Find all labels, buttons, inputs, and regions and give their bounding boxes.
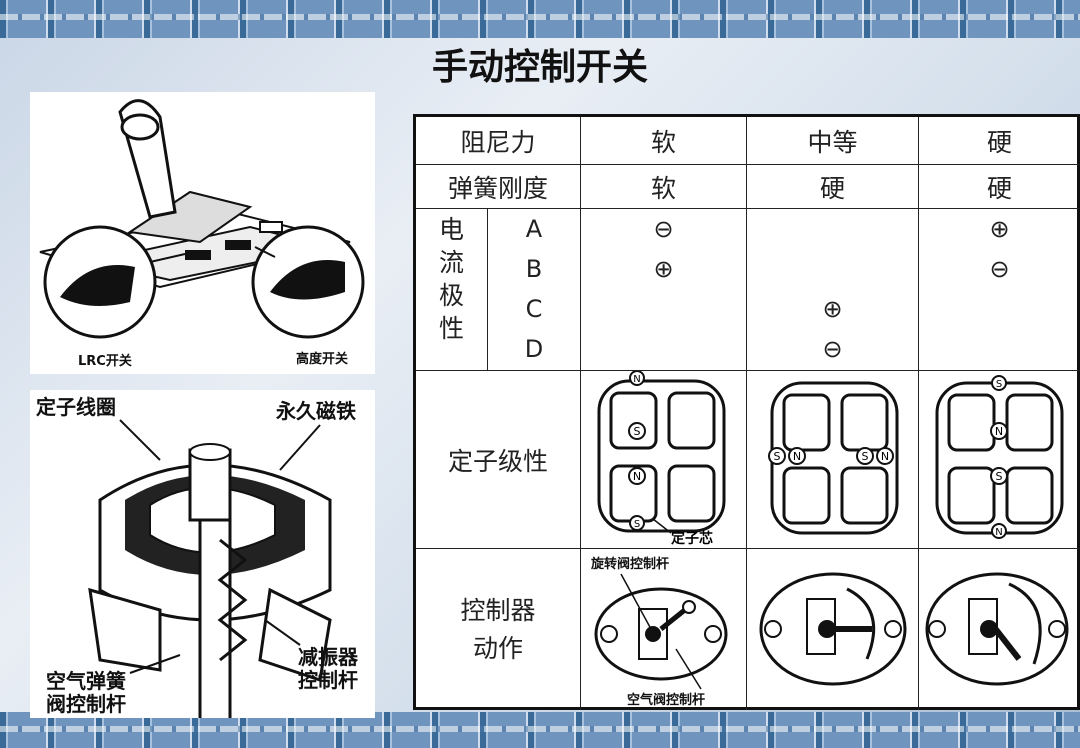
hard-damping-cell: 硬: [919, 117, 1080, 165]
permanent-magnet-label: 永久磁铁: [276, 399, 356, 423]
action-diagram-medium: [759, 572, 907, 686]
rotary-valve-rod-label: 旋转阀控制杆: [591, 557, 670, 572]
current-polarity-header: 电 流 极 性: [416, 209, 488, 371]
bottom-decorative-band: [0, 712, 1080, 748]
soft-stiffness-cell: 软: [581, 165, 747, 209]
hard-action-cell: [919, 549, 1080, 710]
stator-diagram-medium: S N S N: [768, 381, 899, 535]
pole-n-label: N: [995, 425, 1003, 438]
actuator-illustration: 定子线圈 永久磁铁 减振器 控制杆 空气弹簧 阀控制杆: [30, 390, 375, 718]
minus-icon: ⊖: [653, 215, 674, 243]
hard-polarity-cell: ⊕ ⊖: [919, 209, 1080, 371]
pole-n-label: N: [995, 527, 1002, 538]
pole-s-label: S: [634, 425, 641, 438]
plus-icon: ⊕: [989, 215, 1010, 243]
plus-icon: ⊕: [822, 295, 843, 323]
stator-diagram-hard: S N S N: [935, 375, 1064, 539]
minus-icon: ⊖: [989, 255, 1010, 283]
stator-polarity-header: 定子级性: [416, 371, 581, 549]
damper-control-rod-label: 减振器 控制杆: [298, 645, 358, 692]
soft-damping-cell: 软: [581, 117, 747, 165]
medium-polarity-cell: ⊕ ⊖: [747, 209, 919, 371]
air-spring-valve-rod-label: 空气弹簧 阀控制杆: [46, 669, 126, 716]
medium-stiffness-cell: 硬: [747, 165, 919, 209]
plus-icon: ⊕: [653, 255, 674, 283]
action-diagram-hard: [925, 572, 1069, 686]
pole-n-label: N: [793, 450, 801, 463]
actuator-cutaway-drawing: [88, 419, 332, 718]
medium-action-cell: [747, 549, 919, 710]
pole-s-label: S: [774, 450, 781, 463]
letter-b: B: [525, 255, 543, 283]
controller-action-header: 控制器 动作: [416, 549, 581, 710]
pole-n-label: N: [633, 374, 640, 385]
medium-stator-cell: S N S N: [747, 371, 919, 549]
letter-a: A: [525, 215, 543, 243]
action-diagram-soft: [594, 573, 728, 690]
soft-polarity-cell: ⊖ ⊕: [581, 209, 747, 371]
hard-stator-cell: S N S N: [919, 371, 1080, 549]
shift-lever-drawing: [39, 99, 365, 339]
medium-damping-cell: 中等: [747, 117, 919, 165]
switch-illustration: LRC开关 高度开关: [30, 92, 375, 374]
soft-stator-cell: N S N S 定子芯: [581, 370, 747, 549]
stator-core-label: 定子芯: [671, 530, 713, 547]
stator-coil-label: 定子线圈: [36, 395, 116, 419]
lrc-switch-label: LRC开关: [78, 354, 132, 369]
polarity-letters: A B C D: [488, 209, 581, 371]
letter-c: C: [525, 295, 543, 323]
height-switch-label: 高度开关: [296, 352, 349, 367]
stator-diagram-soft: N S N S 定子芯: [597, 370, 726, 547]
control-table: 阻尼力 软 中等 硬 弹簧刚度 软 硬 硬 电 流 极 性 A B C D ⊖ …: [413, 114, 1080, 710]
damping-force-header: 阻尼力: [416, 117, 581, 165]
letter-d: D: [524, 335, 544, 363]
pole-s-label: S: [996, 470, 1003, 483]
top-decorative-band: [0, 0, 1080, 38]
pole-n-label: N: [881, 450, 889, 463]
air-valve-rod-label: 空气阀控制杆: [627, 693, 706, 708]
page-title: 手动控制开关: [431, 46, 648, 88]
pole-s-label: S: [996, 379, 1002, 390]
hard-stiffness-cell: 硬: [919, 165, 1080, 209]
minus-icon: ⊖: [822, 335, 843, 363]
spring-stiffness-header: 弹簧刚度: [416, 165, 581, 209]
pole-n-label: N: [633, 470, 641, 483]
pole-s-label: S: [862, 450, 869, 463]
soft-action-cell: 旋转阀控制杆 空气阀控制杆: [581, 549, 747, 710]
pole-s-label: S: [634, 519, 640, 530]
